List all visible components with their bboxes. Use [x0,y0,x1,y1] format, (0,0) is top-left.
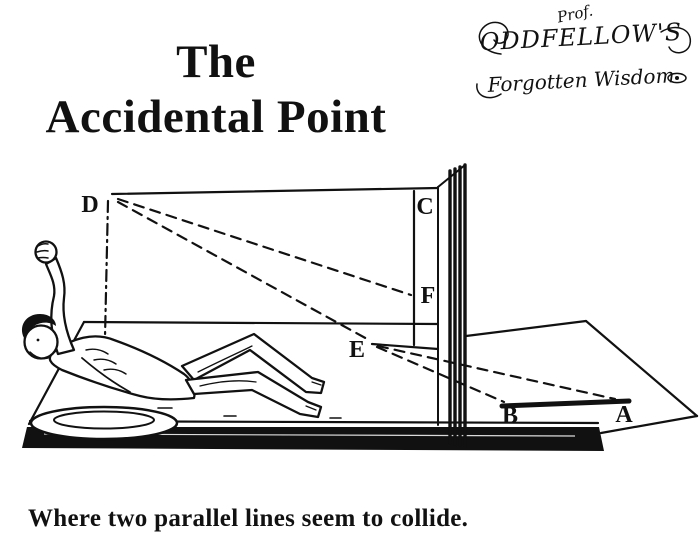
floor-back-edge-right [464,319,588,338]
figure-leg-seam-2 [199,380,257,387]
platter [29,405,179,441]
oddfellow-logo: Prof. ODDFELLOW'S Forgotten Wisdom [465,1,697,120]
figure-toe-marks [305,381,322,411]
figure-rib-line-3 [103,368,127,375]
flourish-right-spiral [660,26,692,54]
dash-dot-vertical-from-D [103,199,110,339]
ground-tick-marks [157,407,342,419]
label-E: E [349,337,365,363]
wall-panel [437,163,467,448]
figure-rib-line-1 [85,348,109,355]
label-B: B [502,403,518,429]
top-horizontal-line [110,186,440,196]
floor-front-right-edge [599,414,699,435]
figure-leg-upper [180,332,326,395]
figure-leg-seam-1 [197,345,253,373]
construction-lines [103,186,632,409]
figure-leg-lower [184,370,323,419]
figure-fist-fingers [36,243,49,259]
figure-eye [36,338,40,342]
sight-line-D-E [116,200,371,342]
pane-bottom-edge [370,342,440,351]
segment-B-A [499,398,632,409]
flourish-bottom-spiral [476,83,502,99]
figure-cap [21,314,56,338]
platter-inner-rim [53,410,155,430]
figure-head [23,324,59,360]
floor-back-edge-left [82,320,440,326]
page-title: The Accidental Point [0,35,432,144]
label-F: F [421,283,436,309]
reclining-figure [21,240,342,419]
sight-line-E-A [376,344,617,401]
label-D: D [81,192,98,218]
figure-torso [48,335,196,401]
label-C: C [416,194,433,220]
sight-line-D-F [116,197,413,297]
flourish-left-spiral [478,21,509,55]
sight-line-E-B [375,345,506,404]
figure-beard-line [29,351,49,360]
diagram-labels: D C F E B A [81,192,633,429]
figure-rib-line-2 [93,358,117,365]
caption-text: Where two parallel lines seem to collide… [28,505,469,532]
floor-right-edge [584,319,699,418]
label-A: A [615,402,633,428]
logo-flourish-icon [476,21,692,99]
page-title-line1: The [176,36,256,89]
eye-ornament-icon [667,72,687,84]
page-title-line2: Accidental Point [45,91,387,143]
figure-near-arm-line [81,357,131,393]
